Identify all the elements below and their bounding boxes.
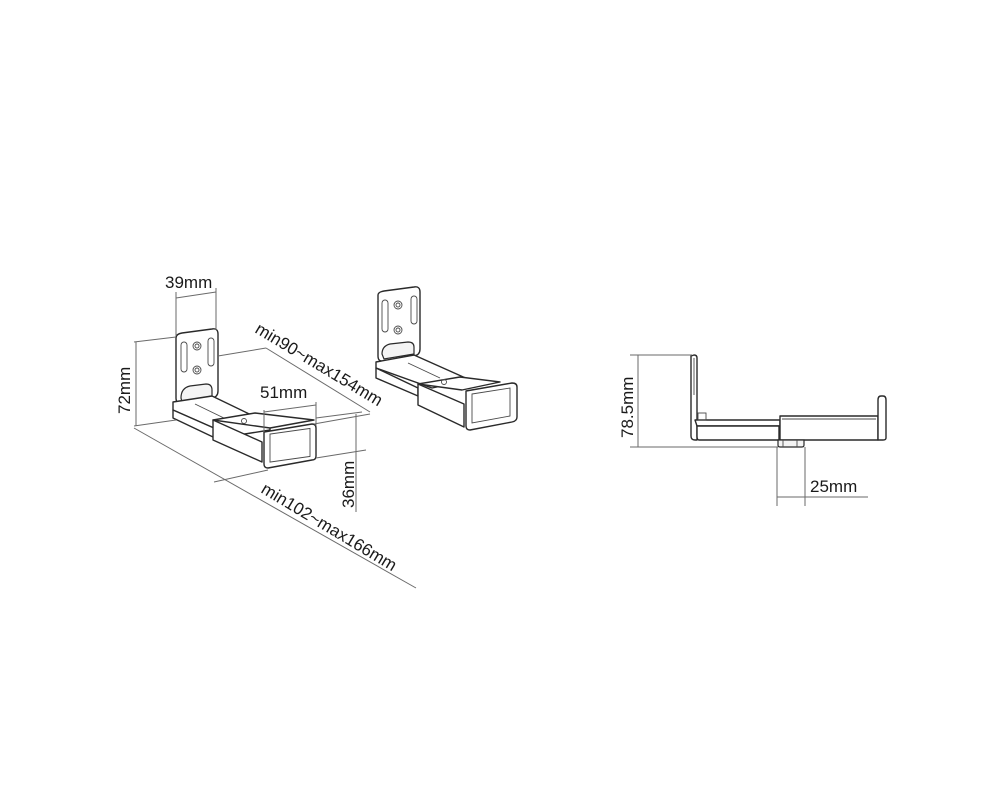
side-view-dimensions <box>630 354 868 506</box>
dim-72mm: 72mm <box>115 367 134 414</box>
dim-25mm: 25mm <box>810 477 857 496</box>
dim-39mm: 39mm <box>165 273 212 292</box>
dim-78-5mm: 78.5mm <box>618 377 637 438</box>
left-bracket <box>172 328 317 469</box>
left-dimensions <box>133 288 417 589</box>
side-view-bracket <box>690 354 887 448</box>
dim-36mm: 36mm <box>339 461 358 508</box>
dim-min102-max166mm: min102~max166mm <box>258 479 400 575</box>
right-bracket <box>375 286 518 431</box>
dim-51mm: 51mm <box>260 383 307 402</box>
